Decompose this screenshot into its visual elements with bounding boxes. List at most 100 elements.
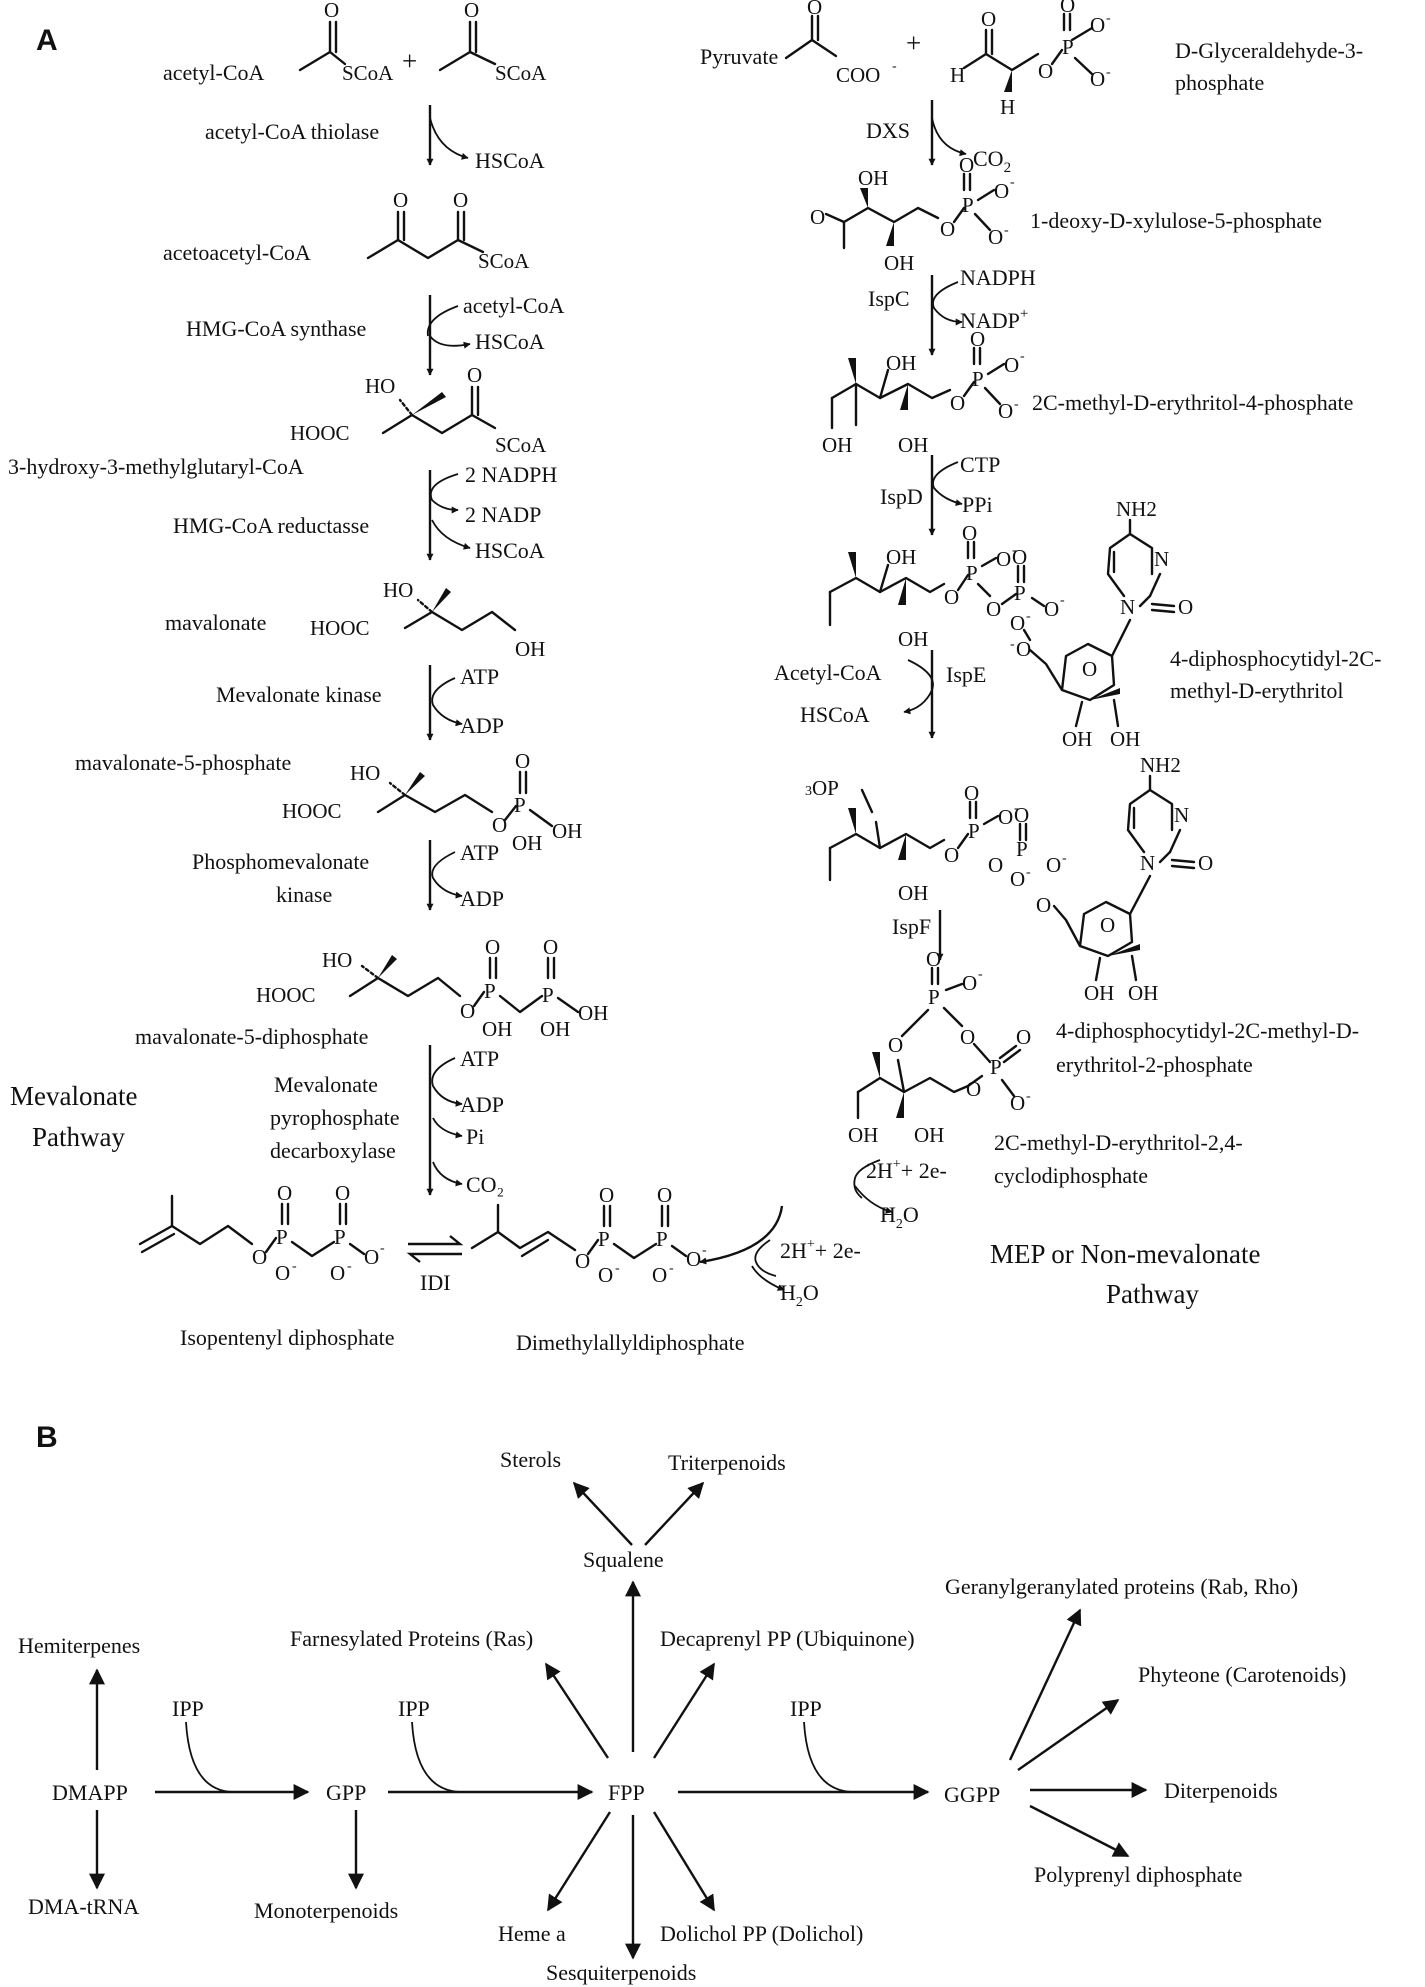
node-geranylgeranylated: Geranylgeranylated proteins (Rab, Rho) — [945, 1574, 1298, 1599]
label-hmg-coa: 3-hydroxy-3-methylglutaryl-CoA — [8, 454, 304, 479]
atom-o: O — [575, 1249, 590, 1273]
atom-o: O — [657, 1183, 672, 1207]
structure-mep: OH OH OH O P O O - O - — [822, 327, 1025, 457]
atom-o: O — [981, 7, 996, 31]
mevalonate-pathway: acetyl-CoA O SCoA + O SCoA acetyl-CoA th… — [8, 0, 608, 1197]
arrow-reduction-in-1 — [853, 1159, 881, 1199]
label-nadph: NADPH — [960, 265, 1036, 290]
structure-dmapp: O P O O - P O O - O - — [470, 1183, 707, 1287]
atom-o: O — [1060, 0, 1075, 17]
atom-p: P — [962, 193, 974, 217]
arrow-fpp-to-heme — [546, 1811, 612, 1912]
atom-o3p: 3OP — [805, 776, 839, 800]
atom-o: O — [940, 217, 955, 241]
label-acetyl-coa: Acetyl-CoA — [774, 660, 882, 685]
atom-scoa: SCoA — [342, 61, 394, 85]
title-mep-pathway-2: Pathway — [1106, 1279, 1199, 1309]
atom-o-minus: O — [1090, 13, 1105, 37]
atom-o: O — [970, 327, 985, 351]
atom-oh: OH — [515, 637, 545, 661]
structure-acetoacetyl-coa: O O SCoA — [366, 188, 530, 273]
node-phyteone: Phyteone (Carotenoids) — [1138, 1662, 1346, 1687]
atom-o: O — [888, 1033, 903, 1057]
label-g3p-1: D-Glyceraldehyde-3- — [1175, 38, 1363, 63]
structure-acetyl-coa-2: O SCoA — [438, 0, 547, 85]
atom-oh: OH — [512, 831, 542, 855]
mep-pathway: Pyruvate O COO - + H O H O P — [699, 0, 1381, 1310]
atom-o: O — [467, 363, 482, 387]
atom-o-minus: O — [275, 1261, 290, 1285]
title-mevalonate-pathway-1: Mevalonate — [10, 1081, 137, 1111]
atom-o: O — [807, 0, 822, 19]
atom-o-minus: O — [1010, 867, 1025, 891]
label-ipp-2: IPP — [398, 1696, 430, 1721]
atom-oh: OH — [1110, 727, 1140, 751]
atom-o-minus: O — [996, 547, 1011, 571]
enzyme-thiolase: acetyl-CoA thiolase — [205, 119, 379, 144]
label-cdp-mep-1: 4-diphosphocytidyl-2C-methyl-D- — [1056, 1018, 1359, 1043]
atom-oh: OH — [886, 545, 916, 569]
atom-o: O — [1038, 59, 1053, 83]
atom-o: O — [1012, 545, 1027, 569]
atom-o: O — [960, 1025, 975, 1049]
structure-g3p: H O H O P O - O O - — [950, 0, 1111, 119]
atom-ho: HO — [383, 578, 413, 602]
atom-p: P — [484, 979, 496, 1003]
node-sterols: Sterols — [500, 1447, 561, 1472]
atom-oh: OH — [848, 1123, 878, 1147]
structure-acetyl-coa-1: O SCoA — [298, 0, 394, 85]
atom-o: O — [515, 749, 530, 773]
atom-o: O — [962, 521, 977, 545]
arrow-ggpp-to-phyteone — [1017, 1699, 1120, 1771]
arrow-ipp-in-3 — [803, 1721, 853, 1793]
atom-p: P — [966, 561, 978, 585]
atom-oh: OH — [540, 1017, 570, 1041]
arrow-squalene-to-sterols — [572, 1481, 633, 1546]
arrow-fpp-to-decaprenyl — [652, 1662, 716, 1759]
label-nadp: 2 NADP — [465, 502, 541, 527]
atom-p: P — [1062, 35, 1074, 59]
atom-ho: HO — [322, 948, 352, 972]
atom-o: O — [492, 813, 507, 837]
atom-nh2: NH2 — [1116, 497, 1157, 521]
atom-scoa: SCoA — [495, 433, 547, 457]
atom-oh: OH — [482, 1017, 512, 1041]
node-ggpp: GGPP — [944, 1782, 1000, 1807]
panel-a: A acetyl-CoA O SCoA + O SCoA acetyl — [8, 0, 1381, 1355]
arrow-reduction-in-2 — [754, 1239, 777, 1277]
structure-mecpp: OH OH O P O O - O P O — [848, 947, 1031, 1147]
node-dolichol: Dolichol PP (Dolichol) — [660, 1921, 863, 1946]
node-gpp: GPP — [326, 1780, 366, 1805]
node-sesquiterpenoids: Sesquiterpenoids — [546, 1960, 696, 1985]
node-hemiterpenes: Hemiterpenes — [18, 1633, 140, 1658]
label-adp: ADP — [460, 713, 504, 738]
atom-o-minus: O — [994, 179, 1009, 203]
node-fpp: FPP — [608, 1780, 645, 1805]
atom-o: O — [1016, 1025, 1031, 1049]
atom-o: O — [810, 205, 825, 229]
atom-oh: OH — [898, 433, 928, 457]
atom-p: P — [968, 819, 980, 843]
atom-o: O — [966, 1077, 981, 1101]
structure-pyruvate: O COO - — [784, 0, 897, 87]
node-monoterpenoids: Monoterpenoids — [254, 1898, 398, 1923]
atom-o: O — [599, 1183, 614, 1207]
atom-o-minus: O — [1004, 353, 1019, 377]
label-reduction-2: 2H++ 2e- — [780, 1237, 861, 1263]
atom-h: H — [950, 63, 965, 87]
panel-b: B Sterols Triterpenoids Squalene Geranyl… — [18, 1421, 1346, 1985]
title-mep-pathway-1: MEP or Non-mevalonate — [990, 1239, 1260, 1269]
atom-scoa: SCoA — [478, 249, 530, 273]
label-mecpp-1: 2C-methyl-D-erythritol-2,4- — [994, 1130, 1243, 1155]
atom-oh: OH — [884, 251, 914, 275]
label-mecpp-2: cyclodiphosphate — [994, 1163, 1148, 1188]
label-cdp-me-2: methyl-D-erythritol — [1170, 678, 1344, 703]
label-atp: ATP — [460, 1046, 499, 1071]
structure-mevalonate-5p: HO HOOC O P O OH OH — [282, 749, 582, 855]
charge-minus: - — [1026, 1089, 1031, 1104]
atom-o-minus: O — [1010, 1091, 1025, 1115]
charge-minus: - — [1020, 349, 1025, 364]
atom-o: O — [950, 391, 965, 415]
arrow-ggpp-to-geranylgeranylated — [1008, 1608, 1082, 1761]
atom-o-minus: O — [1010, 611, 1025, 635]
